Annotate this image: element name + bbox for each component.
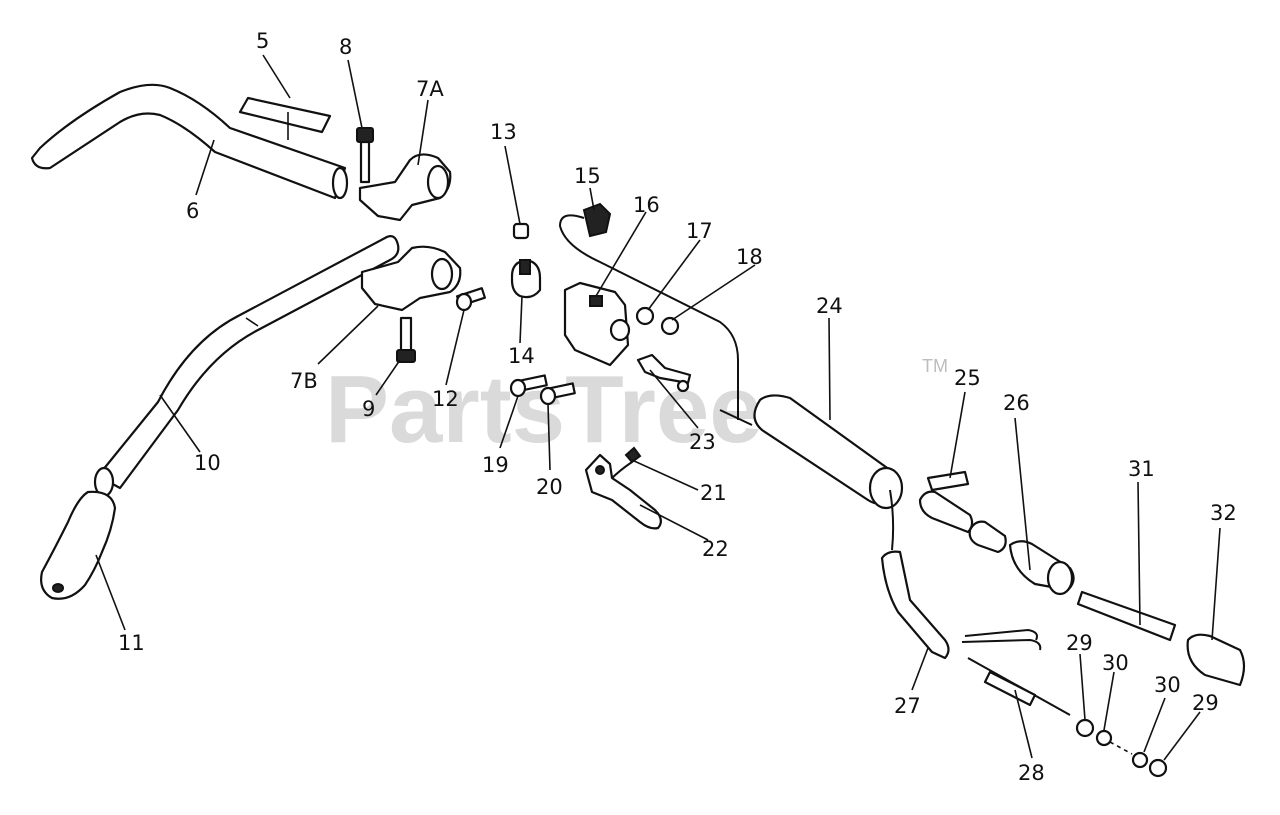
- part-17-nut[interactable]: [635, 306, 655, 326]
- part-10-lower-handle[interactable]: [93, 235, 400, 498]
- part-31-shaft[interactable]: [1076, 590, 1177, 642]
- callout-24: 24: [816, 294, 843, 318]
- callout-7b: 7B: [290, 369, 318, 393]
- callout-9: 9: [362, 397, 375, 421]
- callout-29b: 29: [1192, 691, 1219, 715]
- part-19-screw[interactable]: [509, 374, 548, 398]
- callout-25: 25: [954, 366, 981, 390]
- callout-27: 27: [894, 694, 921, 718]
- callout-31: 31: [1128, 457, 1155, 481]
- part-29-nut-a[interactable]: [1075, 718, 1095, 738]
- callout-30a: 30: [1102, 651, 1129, 675]
- callout-32: 32: [1210, 501, 1237, 525]
- part-12-screw[interactable]: [455, 287, 487, 312]
- part-13-nut[interactable]: [512, 222, 530, 240]
- callout-17: 17: [686, 219, 713, 243]
- watermark-tm: TM: [922, 356, 948, 376]
- part-29-nut-b[interactable]: [1148, 758, 1168, 778]
- part-7a-upper-clamp[interactable]: [358, 153, 452, 222]
- callout-13: 13: [490, 120, 517, 144]
- callout-15: 15: [574, 164, 601, 188]
- callout-6: 6: [186, 199, 199, 223]
- callout-28: 28: [1018, 761, 1045, 785]
- callout-23: 23: [689, 430, 716, 454]
- leader-lines: [95, 54, 1221, 761]
- callout-8: 8: [339, 35, 352, 59]
- part-23-connector[interactable]: [636, 353, 692, 393]
- part-32-end-cap[interactable]: [1186, 633, 1246, 687]
- part-30-washer-a[interactable]: [1095, 729, 1113, 747]
- part-18-nut[interactable]: [660, 316, 680, 336]
- part-24-grip-sleeve[interactable]: [719, 394, 904, 510]
- part-14-clip[interactable]: [510, 258, 542, 299]
- callout-29a: 29: [1066, 631, 1093, 655]
- callout-18: 18: [736, 245, 763, 269]
- callout-12: 12: [432, 387, 459, 411]
- callout-7a: 7A: [416, 77, 444, 101]
- callout-26: 26: [1003, 391, 1030, 415]
- part-22-throttle-lever[interactable]: [584, 453, 662, 530]
- callout-14: 14: [508, 344, 535, 368]
- callout-5: 5: [256, 29, 269, 53]
- callout-19: 19: [482, 453, 509, 477]
- callout-16: 16: [633, 193, 660, 217]
- callout-20: 20: [536, 475, 563, 499]
- part-7b-lower-clamp[interactable]: [360, 245, 462, 312]
- callout-11: 11: [118, 631, 145, 655]
- part-15-switch-cap[interactable]: [558, 202, 739, 420]
- part-6-upper-handle[interactable]: [30, 83, 349, 200]
- part-5-decal[interactable]: [238, 96, 332, 134]
- part-25-decal[interactable]: [926, 470, 970, 492]
- part-8-bolt[interactable]: [356, 127, 374, 184]
- part-9-bolt[interactable]: [396, 316, 416, 363]
- part-27-hose[interactable]: [880, 489, 950, 660]
- callout-10: 10: [194, 451, 221, 475]
- part-30-washer-b[interactable]: [1131, 751, 1149, 769]
- part-26-coupling[interactable]: [918, 490, 1075, 596]
- callout-21: 21: [700, 481, 727, 505]
- part-16-throttle-housing[interactable]: [563, 281, 631, 367]
- callout-30b: 30: [1154, 673, 1181, 697]
- callout-22: 22: [702, 537, 729, 561]
- part-28-cable[interactable]: [961, 628, 1071, 716]
- part-11-grip[interactable]: [40, 490, 117, 600]
